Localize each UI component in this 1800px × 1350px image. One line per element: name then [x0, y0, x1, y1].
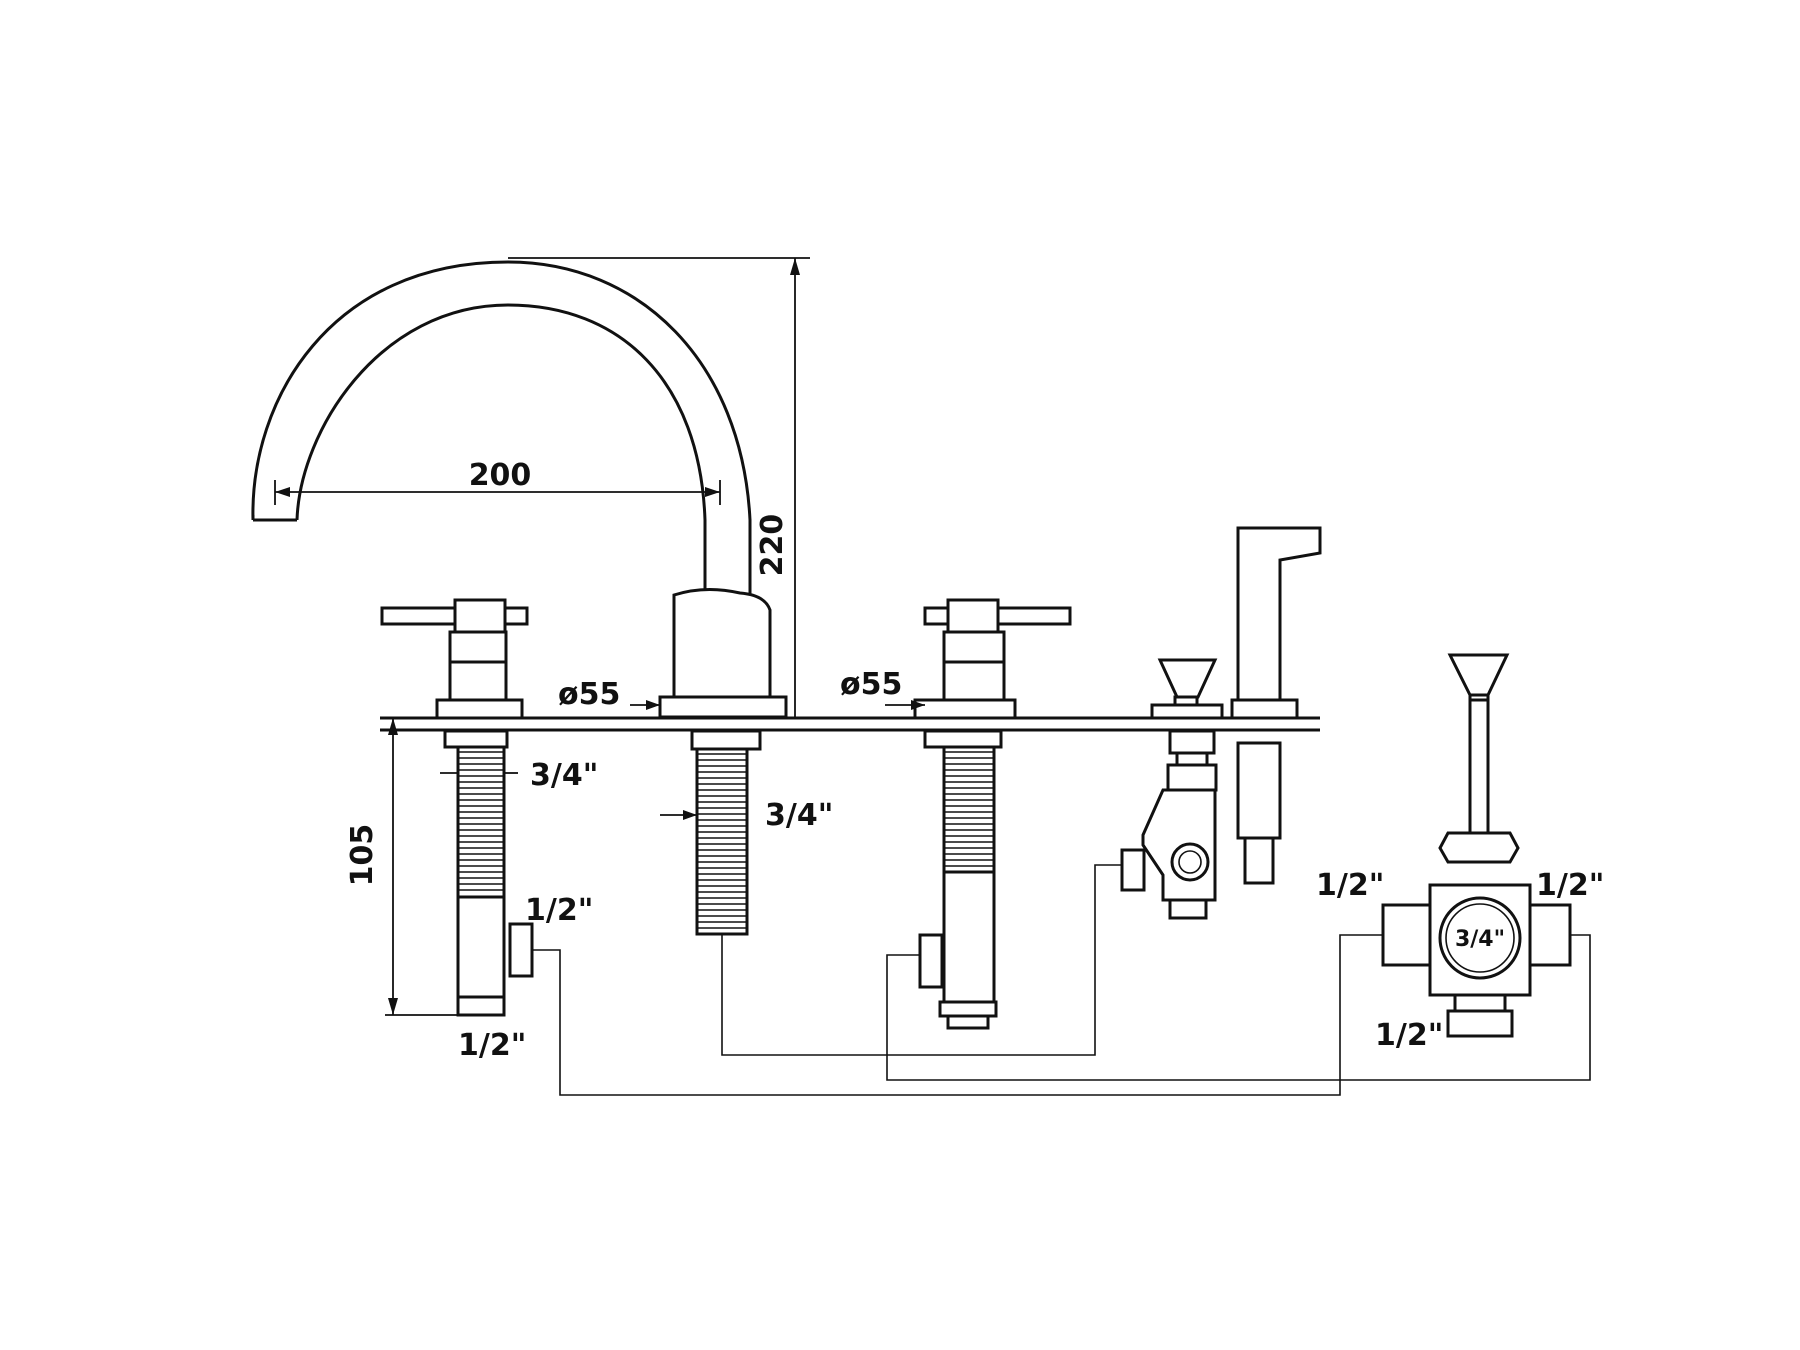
label-body-depth: 105	[345, 824, 380, 887]
left-valve-thread	[458, 751, 504, 891]
dimension-reach	[274, 480, 721, 505]
label-valve-outlet-left: 1/2"	[525, 893, 593, 928]
label-diverter-bottom: 1/2"	[1375, 1018, 1443, 1053]
diverter-assembly	[1381, 653, 1572, 1038]
right-valve	[913, 598, 1072, 1030]
label-valve-thread-left: 3/4"	[530, 758, 598, 793]
label-valve-bottom-left: 1/2"	[458, 1028, 526, 1063]
spout-thread	[697, 753, 747, 929]
dimension-leaders	[440, 700, 925, 820]
right-valve-thread	[944, 751, 994, 867]
label-spout-thread: 3/4"	[765, 798, 833, 833]
spout	[251, 260, 788, 719]
label-diverter-left: 1/2"	[1316, 868, 1384, 903]
left-valve	[380, 598, 534, 1017]
dimension-depth	[385, 717, 458, 1016]
label-spout-reach: 200	[469, 458, 532, 493]
dimension-height	[508, 257, 810, 718]
label-deck-diameter-left: ø55	[558, 677, 620, 712]
label-diverter-right: 1/2"	[1536, 868, 1604, 903]
spout-shank	[690, 729, 762, 936]
connection-lines	[532, 864, 1591, 1096]
shower-holder	[1230, 526, 1322, 885]
deck-diverter	[1120, 658, 1224, 920]
label-deck-diameter-right: ø55	[840, 667, 902, 702]
deck-surface	[380, 716, 1320, 732]
label-spout-height: 220	[755, 514, 790, 577]
label-diverter-center: 3/4"	[1455, 927, 1505, 952]
